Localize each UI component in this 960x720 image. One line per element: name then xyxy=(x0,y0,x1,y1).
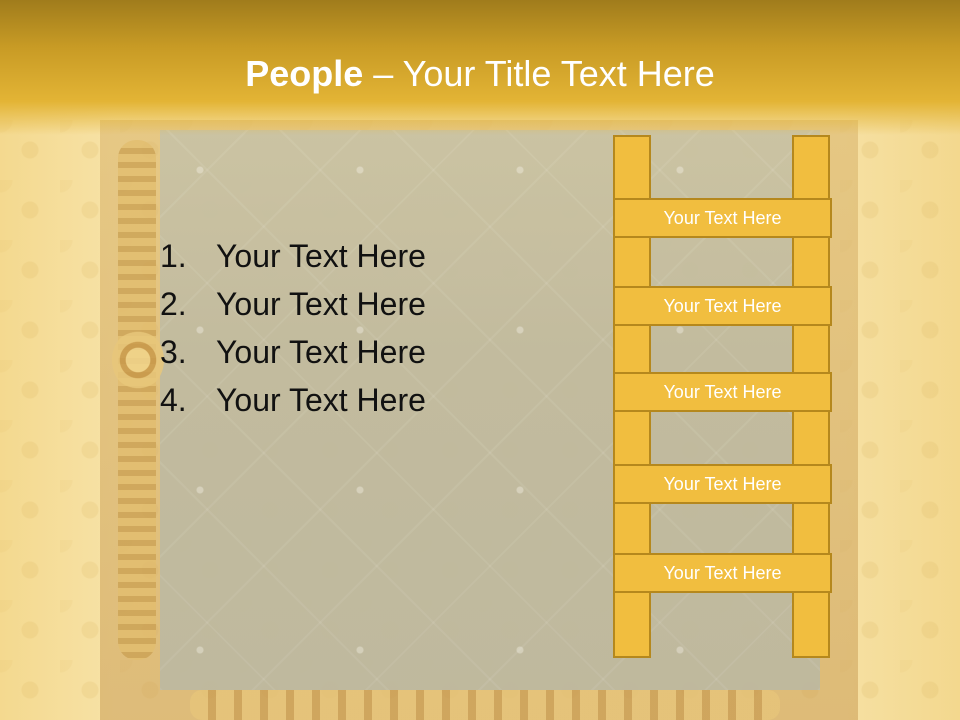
title-bold-part: People xyxy=(245,53,364,94)
list-item: 2. Your Text Here xyxy=(160,280,580,328)
numbered-list[interactable]: 1. Your Text Here 2. Your Text Here 3. Your… xyxy=(160,232,580,424)
list-item-number: 4. xyxy=(160,382,187,418)
rosette-ornament xyxy=(112,330,164,390)
list-item-text: Your Text Here xyxy=(216,382,426,418)
bottom-ornament xyxy=(190,690,780,720)
list-item-number: 3. xyxy=(160,334,187,370)
list-item: 3. Your Text Here xyxy=(160,328,580,376)
ladder-step-2[interactable]: Your Text Here xyxy=(613,286,832,326)
list-item: 1. Your Text Here xyxy=(160,232,580,280)
list-item: 4. Your Text Here xyxy=(160,376,580,424)
title-band xyxy=(0,0,960,135)
carved-column xyxy=(118,140,156,660)
list-item-text: Your Text Here xyxy=(216,286,426,322)
ladder-step-5[interactable]: Your Text Here xyxy=(613,553,832,593)
list-item-text: Your Text Here xyxy=(216,334,426,370)
ladder-step-3[interactable]: Your Text Here xyxy=(613,372,832,412)
ladder-step-1[interactable]: Your Text Here xyxy=(613,198,832,238)
slide-title[interactable]: People – Your Title Text Here xyxy=(0,52,960,96)
list-item-text: Your Text Here xyxy=(216,238,426,274)
list-item-number: 1. xyxy=(160,238,187,274)
list-item-number: 2. xyxy=(160,286,187,322)
title-rest-part: – Your Title Text Here xyxy=(363,53,715,94)
ladder-step-4[interactable]: Your Text Here xyxy=(613,464,832,504)
